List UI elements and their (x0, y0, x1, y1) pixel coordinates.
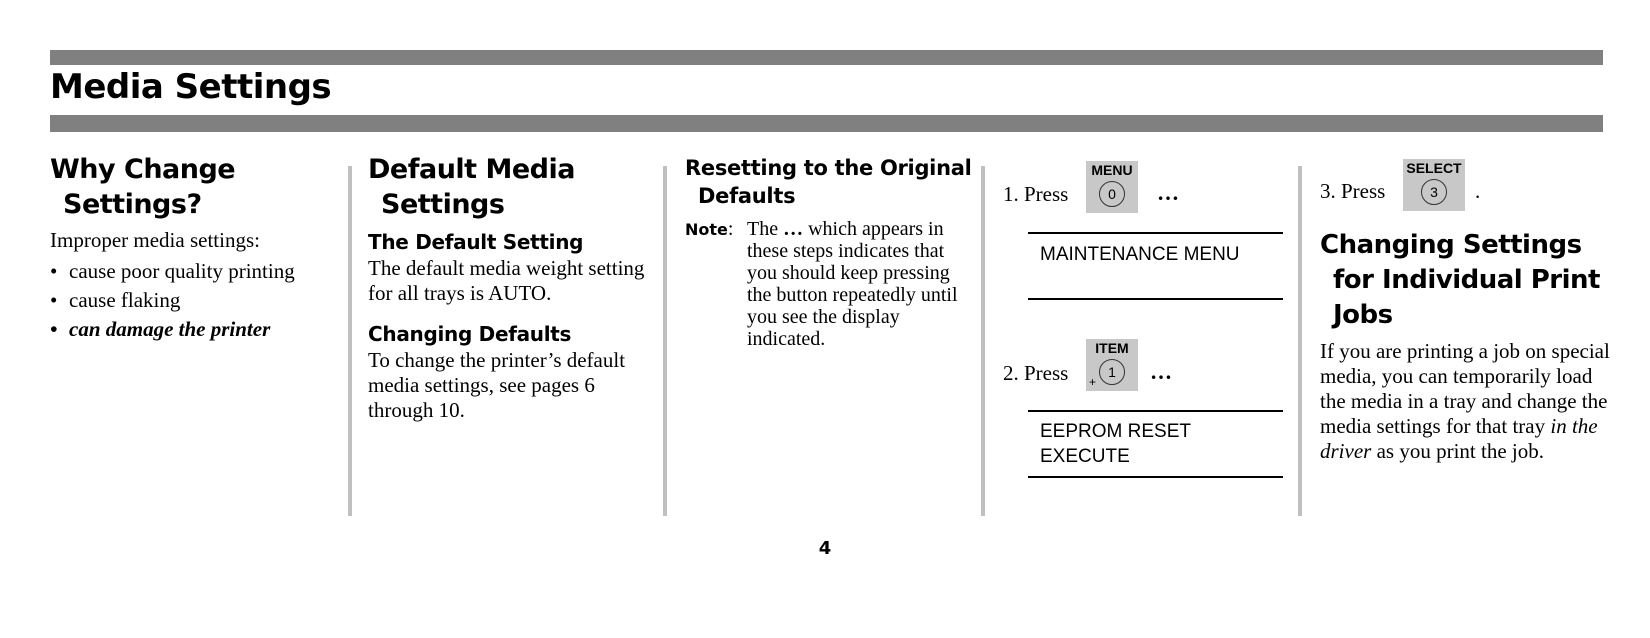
list-item: cause flaking (50, 286, 340, 315)
header-top-bar (50, 50, 1603, 65)
header-bottom-bar (50, 115, 1603, 132)
item-key-plus: + (1089, 375, 1097, 389)
note-label: Note: (685, 218, 733, 241)
display-rule (1028, 410, 1283, 412)
heading-line: Settings? (63, 189, 202, 220)
heading-line: Resetting to the Original (685, 156, 972, 180)
step-3-period: . (1475, 179, 1481, 203)
column-divider (663, 166, 667, 516)
heading-line: Why Change (50, 154, 236, 185)
bullet-list: cause poor quality printing cause flakin… (50, 257, 340, 344)
individual-jobs-text: If you are printing a job on special med… (1320, 339, 1610, 464)
step-1-ellipsis: … (1157, 180, 1179, 205)
column-divider (981, 166, 985, 516)
step-3-prefix: 3. Press (1320, 179, 1386, 203)
default-media-section: Default Media Settings The Default Setti… (368, 152, 648, 423)
why-change-section: Why Change Settings? Improper media sett… (50, 152, 340, 344)
select-key-label: SELECT (1406, 160, 1462, 176)
page-title: Media Settings (50, 67, 332, 107)
display-eeprom-reset: EEPROM RESET EXECUTE (1040, 419, 1191, 469)
resetting-heading: Resetting to the Original Defaults (685, 154, 975, 210)
menu-key-label: MENU (1091, 162, 1133, 178)
note-ellipsis: … (783, 218, 804, 240)
body-text: as you print the job. (1371, 439, 1544, 463)
individual-jobs-section: Changing Settings for Individual Print J… (1320, 228, 1610, 464)
list-item: cause poor quality printing (50, 257, 340, 286)
display-rule (1028, 476, 1283, 478)
note-text: The … which appears in these steps indic… (685, 218, 967, 350)
page-number: 4 (818, 538, 832, 559)
column-divider (348, 166, 352, 516)
default-setting-subheading: The Default Setting (368, 230, 584, 254)
default-media-heading: Default Media Settings (368, 152, 648, 222)
why-change-heading: Why Change Settings? (50, 152, 340, 222)
menu-key-number: 0 (1099, 181, 1125, 207)
item-key-button[interactable]: ITEM 1 + (1086, 339, 1138, 391)
step-1-prefix: 1. Press (1003, 182, 1069, 206)
heading-line: Settings (381, 189, 505, 220)
item-key-label: ITEM (1095, 340, 1129, 356)
heading-line: Defaults (698, 184, 796, 208)
intro-text: Improper media settings: (50, 228, 260, 252)
display-rule (1028, 298, 1283, 300)
changing-defaults-subheading: Changing Defaults (368, 322, 572, 346)
note-text-post: which appears in these steps indicates t… (747, 218, 958, 350)
select-key-button[interactable]: SELECT 3 (1403, 159, 1465, 211)
display-maintenance-menu: MAINTENANCE MENU (1040, 244, 1240, 265)
individual-jobs-heading: Changing Settings for Individual Print J… (1320, 228, 1610, 333)
note-colon: : (727, 218, 734, 240)
note-text-pre: The (747, 218, 784, 240)
select-key-number: 3 (1421, 179, 1447, 205)
item-key-number: 1 (1099, 359, 1125, 385)
heading-line: for Individual Print (1333, 265, 1600, 295)
list-item: can damage the printer (50, 315, 340, 344)
changing-defaults-text: To change the printer’s default media se… (368, 348, 626, 422)
heading-line: Changing Settings (1320, 230, 1582, 260)
default-setting-text: The default media weight setting for all… (368, 256, 645, 305)
heading-line: Default Media (368, 154, 575, 185)
column-divider (1298, 166, 1302, 516)
resetting-section: Resetting to the Original Defaults Note:… (685, 154, 975, 350)
display-rule (1028, 232, 1283, 234)
body-text: If you are printing a job on special med… (1320, 339, 1610, 438)
body-text-italic: in the driver (1320, 414, 1598, 463)
heading-line: Jobs (1333, 300, 1393, 330)
display-line: EEPROM RESET (1040, 421, 1191, 442)
step-2-prefix: 2. Press (1003, 361, 1069, 385)
menu-key-button[interactable]: MENU 0 (1086, 161, 1138, 213)
step-2-ellipsis: … (1150, 359, 1172, 384)
display-line: EXECUTE (1040, 446, 1130, 467)
note-block: Note: The … which appears in these steps… (685, 218, 975, 350)
note-label-text: Note (685, 220, 728, 239)
